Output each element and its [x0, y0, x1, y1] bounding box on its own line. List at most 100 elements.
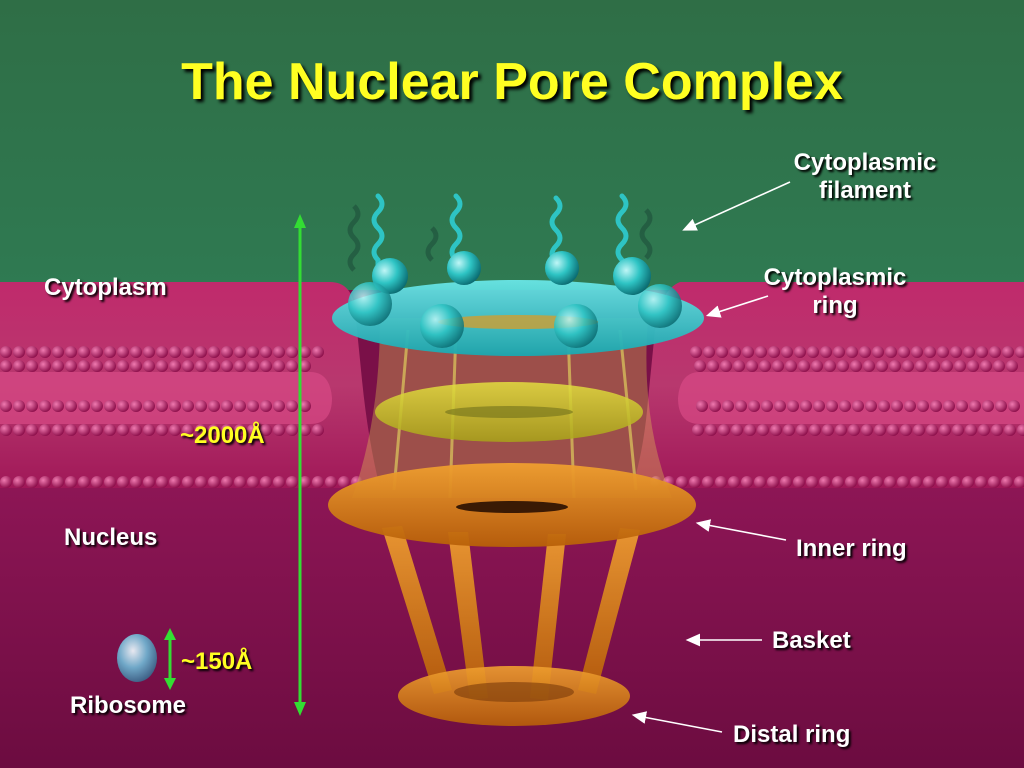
label-cytoplasmic-filament-line1: Cytoplasmic: [793, 149, 937, 176]
nuclear-pore-complex: [328, 193, 704, 726]
pore-height-measurement: ~2000Å: [180, 422, 265, 450]
lipid-bead: [78, 360, 90, 372]
lipid-bead: [1015, 346, 1024, 358]
lipid-bead: [26, 424, 38, 436]
pointer-distal-ring: [631, 711, 723, 733]
lipid-bead: [1002, 346, 1014, 358]
lipid-bead: [169, 476, 181, 488]
lipid-bead: [911, 346, 923, 358]
lipid-bead: [794, 346, 806, 358]
lipid-bead: [13, 346, 25, 358]
lipid-bead: [169, 424, 181, 436]
lipid-bead: [39, 360, 51, 372]
lipid-bead: [884, 476, 896, 488]
lipid-bead: [130, 476, 142, 488]
lipid-bead: [195, 346, 207, 358]
lipid-bead: [299, 400, 311, 412]
lipid-bead: [182, 476, 194, 488]
lipid-bead: [718, 424, 730, 436]
label-cytoplasmic-ring-line1: Cytoplasmic: [763, 264, 907, 291]
lipid-bead: [39, 424, 51, 436]
ribosome-size-value: 150Å: [195, 648, 253, 675]
lipid-bead: [910, 476, 922, 488]
lipid-bead: [156, 400, 168, 412]
lipid-bead: [887, 424, 899, 436]
lipid-bead: [169, 360, 181, 372]
lipid-bead: [104, 346, 116, 358]
lipid-bead: [273, 424, 285, 436]
lipid-bead: [52, 346, 64, 358]
lipid-bead: [759, 360, 771, 372]
lipid-bead: [221, 424, 233, 436]
lipid-bead: [299, 424, 311, 436]
lipid-bead: [859, 346, 871, 358]
lipid-bead: [832, 476, 844, 488]
pore-height-value: 2000Å: [194, 422, 265, 449]
lipid-bead: [156, 424, 168, 436]
filament-shadow: [347, 204, 361, 272]
lipid-headgroups: [0, 346, 1024, 488]
lipid-bead: [785, 360, 797, 372]
basket-strut: [530, 534, 566, 700]
label-basket: Basket: [772, 627, 851, 654]
filament-bead: [545, 251, 579, 285]
lipid-bead: [742, 346, 754, 358]
lipid-bead: [858, 476, 870, 488]
lipid-bead: [91, 346, 103, 358]
filament-bead: [638, 284, 682, 328]
pointer-cytoplasmic-ring: [705, 295, 769, 318]
lipid-bead: [796, 424, 808, 436]
lipid-bead: [65, 424, 77, 436]
lipid-bead: [299, 476, 311, 488]
lipid-bead: [1008, 400, 1020, 412]
lipid-bead: [260, 424, 272, 436]
lipid-bead: [195, 400, 207, 412]
lipid-bead: [731, 424, 743, 436]
lipid-bead: [852, 400, 864, 412]
lipid-bead: [78, 346, 90, 358]
lipid-bead: [286, 400, 298, 412]
lipid-bead: [846, 346, 858, 358]
lipid-bead: [770, 424, 782, 436]
lipid-bead: [143, 400, 155, 412]
lipid-bead: [780, 476, 792, 488]
lipid-bead: [13, 424, 25, 436]
lipid-bead: [130, 346, 142, 358]
lipid-bead: [182, 424, 194, 436]
label-inner-ring: Inner ring: [796, 535, 907, 562]
lipid-bead: [696, 400, 708, 412]
lipid-bead: [221, 346, 233, 358]
lipid-bead: [807, 346, 819, 358]
lipid-bead: [941, 360, 953, 372]
lipid-bead: [988, 476, 1000, 488]
lipid-bead: [833, 346, 845, 358]
filament-beads: [348, 251, 682, 348]
lipid-bead: [837, 360, 849, 372]
lipid-bead: [26, 346, 38, 358]
lipid-bead: [169, 346, 181, 358]
lipid-bead: [273, 400, 285, 412]
lipid-bead: [898, 346, 910, 358]
lipid-bead: [286, 476, 298, 488]
lipid-bead: [861, 424, 873, 436]
lipid-bead: [848, 424, 860, 436]
lipid-bead: [130, 424, 142, 436]
lipid-bead: [878, 400, 890, 412]
filament: [615, 193, 629, 273]
lipid-bead: [182, 346, 194, 358]
lipid-bead: [65, 346, 77, 358]
lipid-bead: [52, 476, 64, 488]
lipid-bead: [117, 360, 129, 372]
lipid-bead: [820, 346, 832, 358]
lipid-bead: [208, 424, 220, 436]
lipid-bead: [709, 400, 721, 412]
lipid-bead: [286, 346, 298, 358]
lipid-bead: [755, 346, 767, 358]
lipid-bead: [234, 360, 246, 372]
lipid-bead: [768, 346, 780, 358]
filament-bead: [554, 304, 598, 348]
lipid-bead: [676, 476, 688, 488]
lipid-bead: [234, 400, 246, 412]
lipid-bead: [65, 476, 77, 488]
